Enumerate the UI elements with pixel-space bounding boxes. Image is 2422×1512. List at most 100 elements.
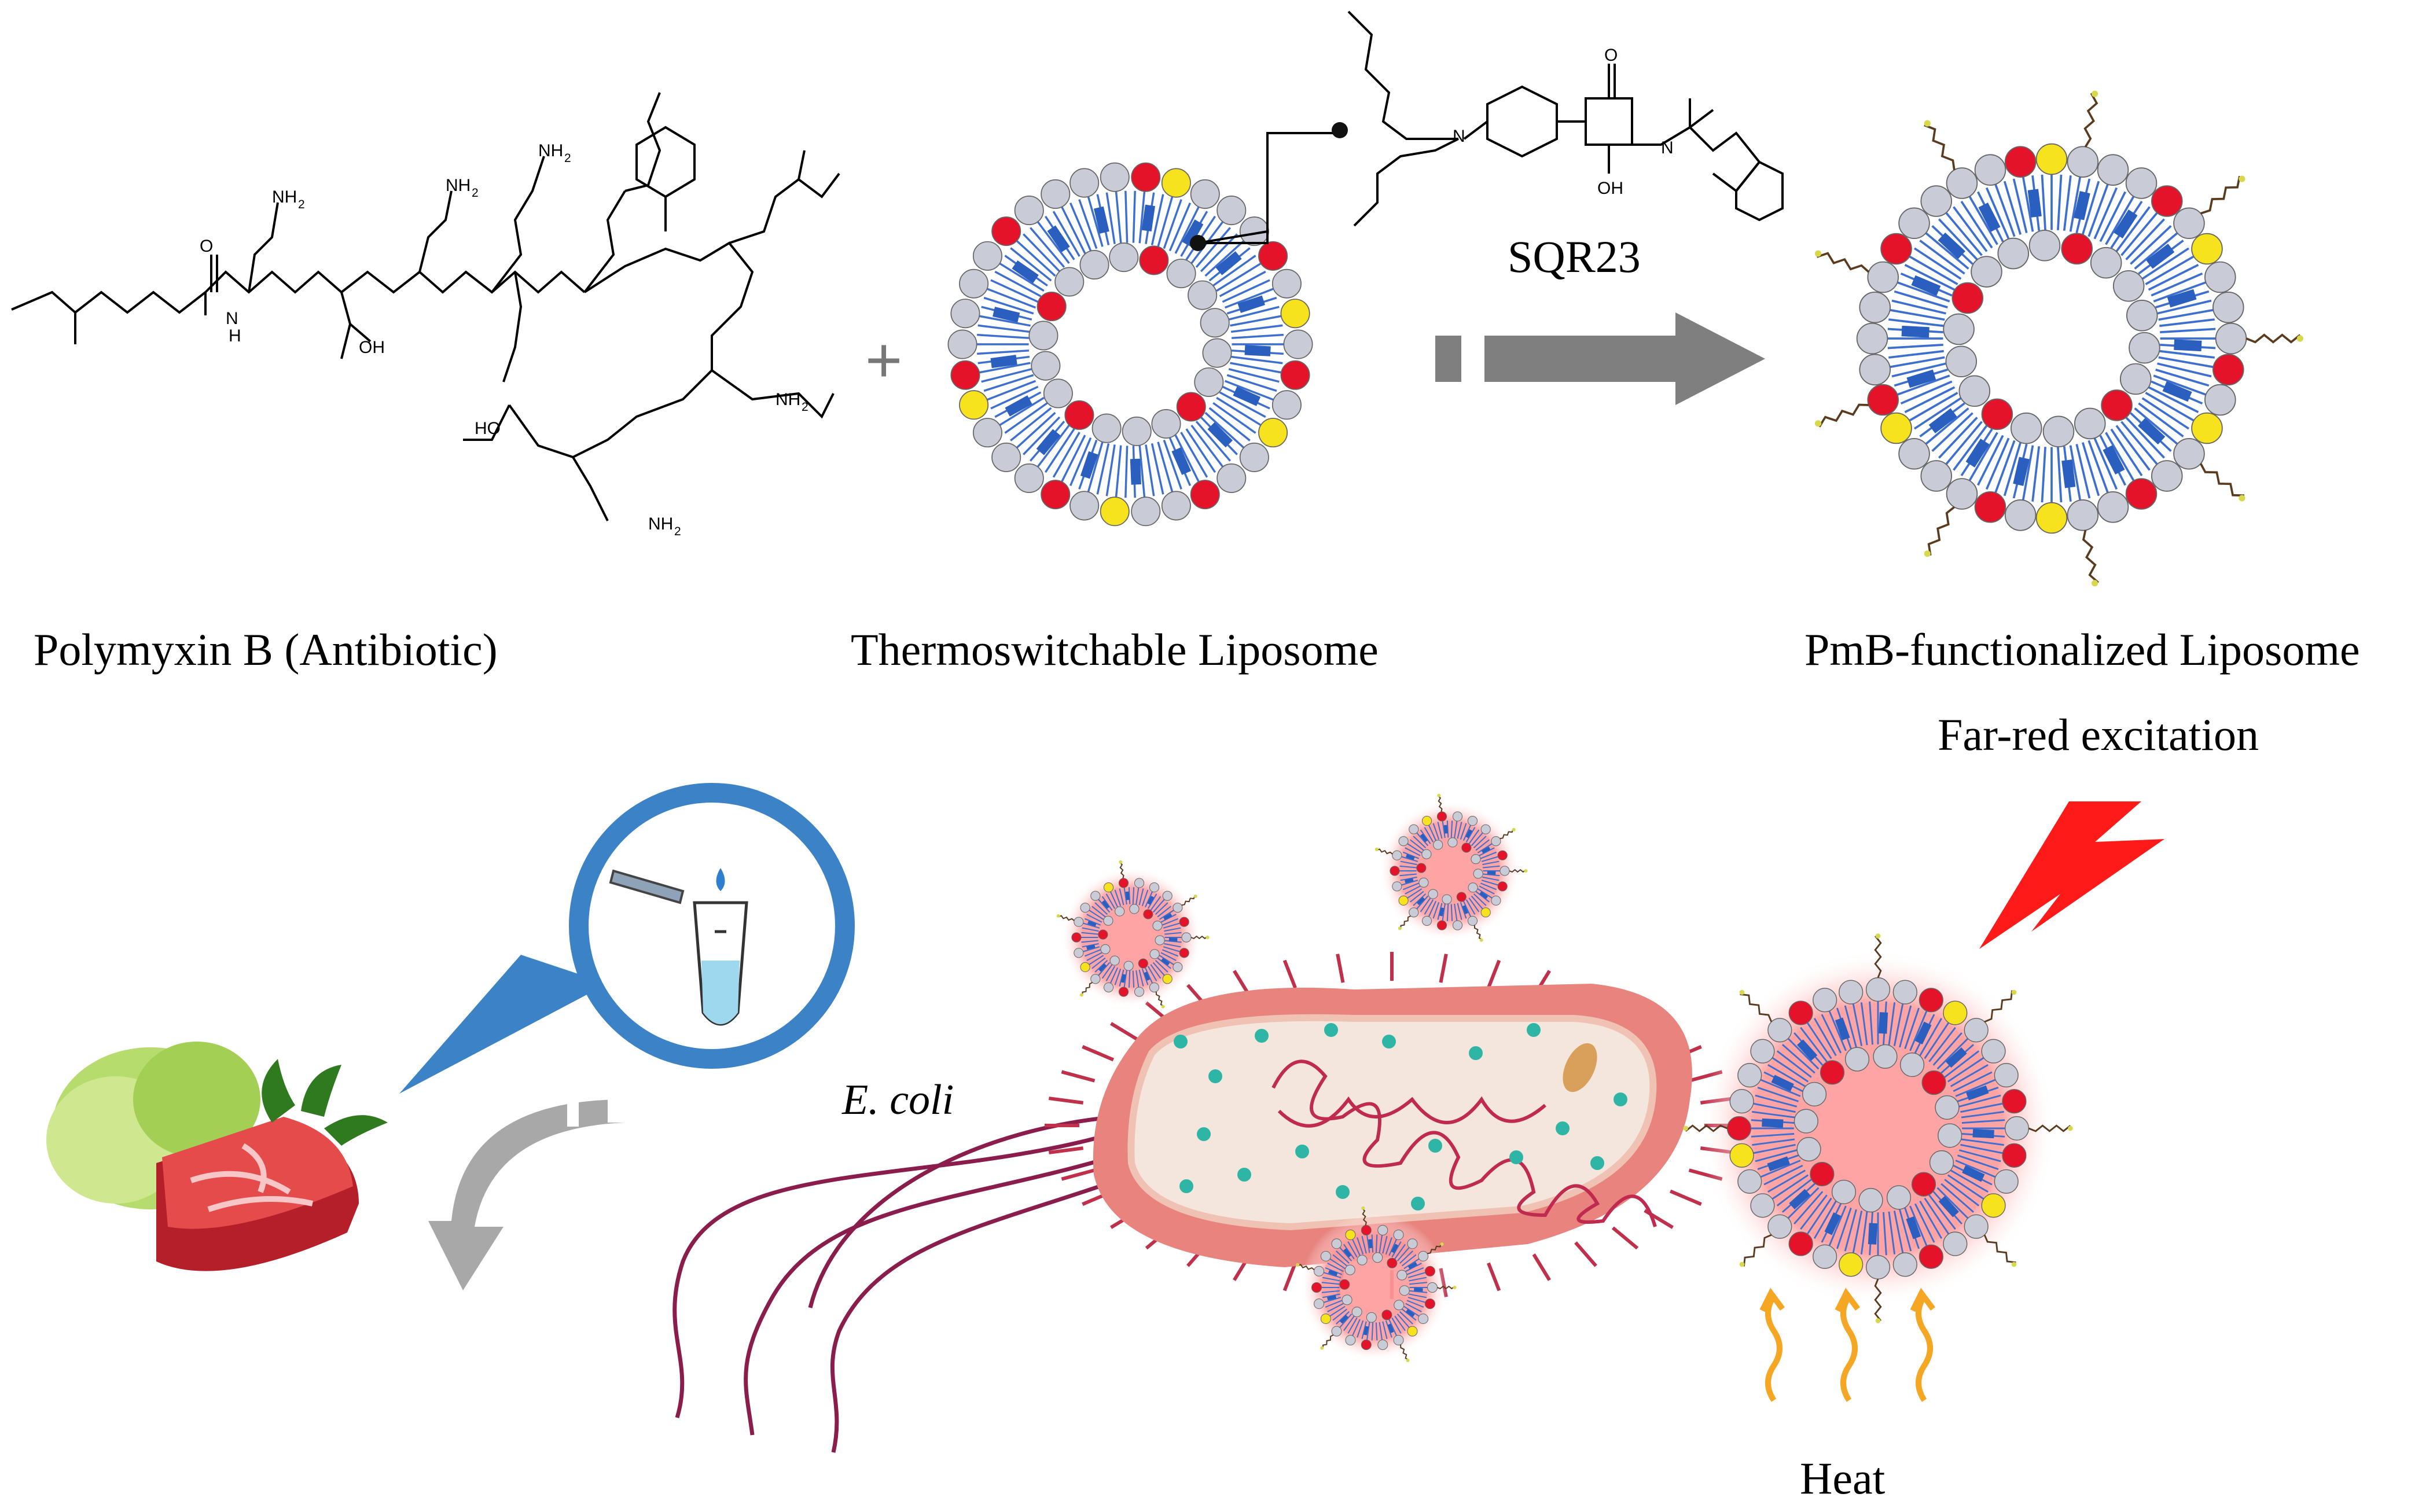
lipid-head <box>1080 962 1090 972</box>
lipid-head-inner <box>1176 392 1206 422</box>
pilus <box>1110 1022 1140 1042</box>
lipid-head-inner <box>1372 1252 1383 1263</box>
cell-granule <box>1179 1179 1193 1193</box>
pmb-head <box>1739 1261 1745 1267</box>
lipid-head <box>2004 499 2037 531</box>
lipid-head <box>1393 1230 1404 1241</box>
lipid-head <box>1892 980 1917 1005</box>
lipid-head-inner <box>1339 1279 1350 1290</box>
cholesterol <box>2103 445 2125 474</box>
cholesterol <box>1462 905 1468 914</box>
pmb-tail <box>1400 1344 1409 1361</box>
cholesterol <box>1147 896 1155 905</box>
lipid-head <box>1190 480 1220 510</box>
cell-granule <box>1382 1035 1396 1049</box>
lipid-head <box>1898 437 1930 470</box>
lipid-head <box>1421 915 1432 926</box>
pmb-head <box>2091 580 2098 587</box>
cholesterol <box>1244 345 1271 356</box>
lipid-head <box>1424 1298 1435 1309</box>
polymyxin-structure <box>11 92 840 521</box>
lipid-head <box>2204 384 2236 416</box>
pmb-head <box>1437 793 1441 797</box>
pmb-tail <box>1376 848 1393 855</box>
lipid-head <box>1069 491 1100 521</box>
pmb-head <box>1814 250 1822 257</box>
lipid-head <box>1409 907 1419 918</box>
lipid-head-inner <box>1149 949 1160 959</box>
lipid-head <box>1041 179 1071 209</box>
lipid-head <box>1398 895 1409 906</box>
lipid-head <box>972 418 1002 448</box>
pmb-tail <box>1927 506 1955 556</box>
linker-connector <box>1197 132 1337 244</box>
pmb-tail <box>1740 993 1773 1022</box>
lipid-head-inner <box>1433 840 1443 850</box>
pmb-head <box>1320 1346 1324 1350</box>
lipid-head-inner <box>1054 267 1085 297</box>
lipid-head <box>2212 291 2244 323</box>
lipid-head-inner <box>1357 1255 1368 1265</box>
lipid-head <box>1179 917 1189 927</box>
lipid-head <box>1398 836 1409 847</box>
cholesterol <box>1906 1216 1921 1239</box>
pmb-tail <box>2028 1124 2071 1132</box>
lipid-head-inner <box>1473 869 1483 879</box>
lipid-head-inner <box>1143 909 1153 919</box>
lipid-head <box>2067 499 2099 531</box>
atom-nh2: NH <box>648 514 673 534</box>
lipid-head <box>1427 1282 1438 1293</box>
cholesterol <box>1086 944 1096 950</box>
lipid-head <box>1271 268 1302 299</box>
lipid-head-inner <box>1858 1188 1883 1213</box>
lipid-head-inner <box>1844 1047 1870 1072</box>
cholesterol <box>1080 451 1098 479</box>
cholesterol <box>1343 1248 1352 1258</box>
lipid-head-inner <box>1194 367 1224 397</box>
pmb-tail <box>1082 982 1093 996</box>
cholesterol <box>1207 422 1233 448</box>
food-icon <box>46 1042 388 1271</box>
pilus <box>1439 954 1448 983</box>
lightning-bolt-icon <box>1979 801 2164 949</box>
lipid-head <box>1964 1214 1989 1239</box>
pmb-tail <box>1181 895 1196 906</box>
cholesterol <box>1171 447 1192 475</box>
atom-o: O <box>1604 46 1618 65</box>
lipid-head <box>1074 948 1084 958</box>
lipid-head-inner <box>1421 849 1432 859</box>
cholesterol <box>1771 1075 1794 1092</box>
cholesterol <box>1182 219 1204 247</box>
pmb-head <box>1406 1358 1410 1362</box>
lipid-head <box>1943 1000 1968 1025</box>
lipid-head <box>1320 1250 1331 1261</box>
liposome-glow <box>1379 800 1520 941</box>
linker-dot <box>1190 235 1206 251</box>
cholesterol <box>1928 408 1957 433</box>
cell-granule <box>1336 1185 1350 1199</box>
pmb-tail <box>1437 795 1443 812</box>
pmb-head <box>1875 1318 1881 1323</box>
pilus <box>1048 1097 1084 1105</box>
lipid-head-inner <box>2112 270 2145 302</box>
cholesterol <box>1237 295 1266 313</box>
lipid-head-inner <box>1997 237 2030 270</box>
pmb-tail <box>1361 1208 1367 1226</box>
lipid-head-inner <box>2126 299 2158 332</box>
lipid-head <box>1090 974 1101 984</box>
pmb-tail <box>1155 991 1164 1007</box>
lipid-head <box>2002 1143 2027 1168</box>
lipid-head <box>2035 143 2068 175</box>
lipid-head-inner <box>1043 378 1073 409</box>
lipid-head <box>1491 836 1501 847</box>
lipid-head <box>1162 974 1173 984</box>
lipid-head <box>1974 154 2006 186</box>
lipid-head <box>1452 920 1463 930</box>
lipid-head <box>1074 917 1084 927</box>
lipid-head <box>1418 1314 1429 1325</box>
lipid-head-inner <box>1820 1060 1845 1085</box>
lipid-head <box>1314 1298 1325 1309</box>
pmb-head <box>1924 120 1931 127</box>
lipid-head <box>2125 167 2158 199</box>
pilus <box>1082 1045 1115 1062</box>
